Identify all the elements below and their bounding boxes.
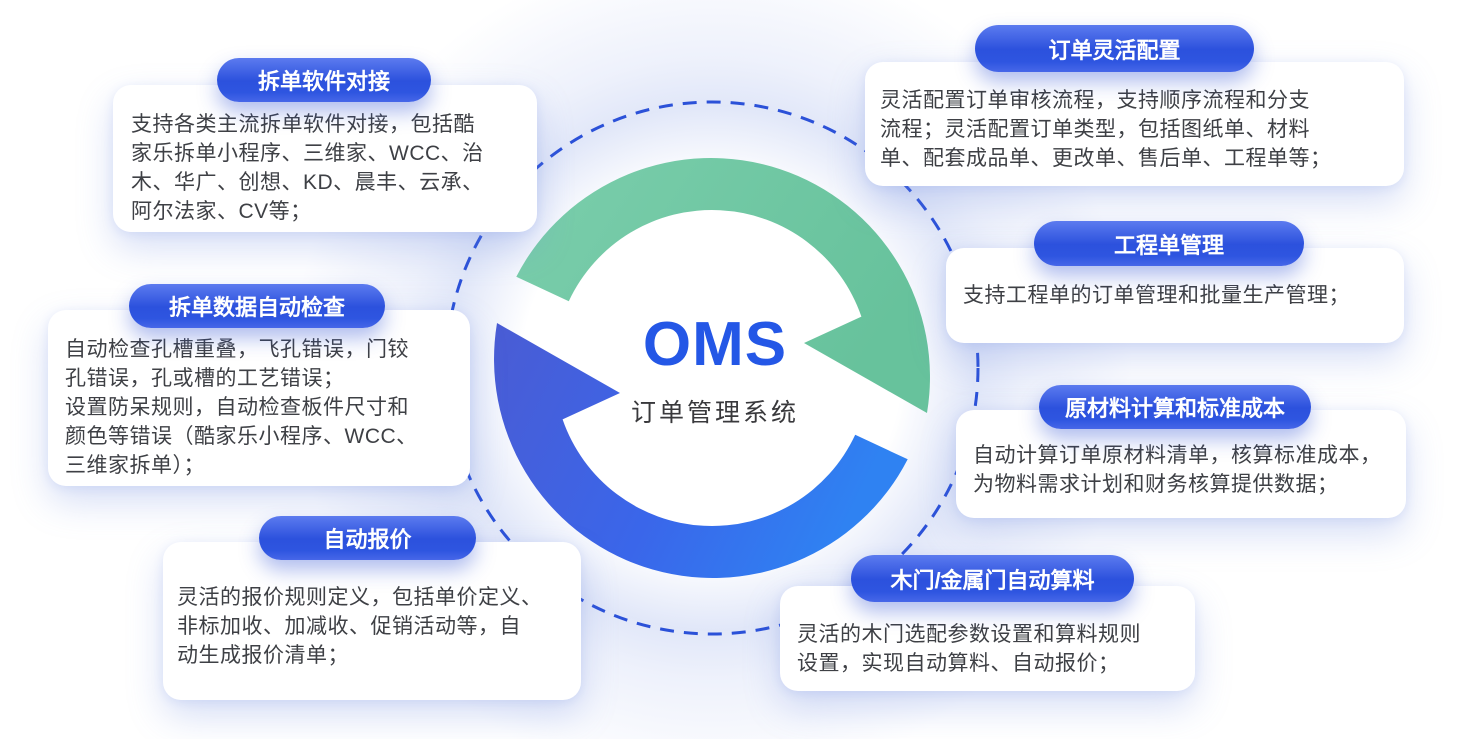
oms-subtitle: 订单管理系统 — [630, 399, 799, 427]
blue-arc-arrow — [494, 323, 908, 578]
feature-body-order-config: 灵活配置订单审核流程，支持顺序流程和分支 流程；灵活配置订单类型，包括图纸单、材… — [880, 89, 1332, 170]
feature-body-auto-quote: 灵活的报价规则定义，包括单价定义、 非标加收、加减收、促销活动等，自 动生成报价… — [177, 586, 543, 667]
feature-body-split-software: 支持各类主流拆单软件对接，包括酷 家乐拆单小程序、三维家、WCC、治 木、华广、… — [131, 113, 484, 223]
feature-card-order-config: 订单灵活配置 灵活配置订单审核流程，支持顺序流程和分支 流程；灵活配置订单类型，… — [865, 25, 1404, 186]
green-arc-arrow — [516, 158, 930, 413]
feature-badge-door-calc: 木门/金属门自动算料 — [851, 555, 1134, 602]
dashed-orbit-circle — [444, 100, 980, 636]
feature-card-auto-quote: 自动报价 灵活的报价规则定义，包括单价定义、 非标加收、加减收、促销活动等，自 … — [163, 516, 581, 700]
feature-card-split-software: 拆单软件对接 支持各类主流拆单软件对接，包括酷 家乐拆单小程序、三维家、WCC、… — [113, 58, 537, 232]
feature-card-project-order: 工程单管理 支持工程单的订单管理和批量生产管理； — [946, 221, 1404, 343]
feature-badge-split-software: 拆单软件对接 — [217, 58, 431, 102]
feature-badge-order-config: 订单灵活配置 — [975, 25, 1254, 72]
feature-body-material-cost: 自动计算订单原材料清单，核算标准成本， 为物料需求计划和财务核算提供数据； — [973, 444, 1382, 496]
feature-card-material-cost: 原材料计算和标准成本 自动计算订单原材料清单，核算标准成本， 为物料需求计划和财… — [956, 385, 1406, 518]
center-label: OMS 订单管理系统 — [555, 306, 875, 429]
feature-card-door-calc: 木门/金属门自动算料 灵活的木门选配参数设置和算料规则 设置，实现自动算料、自动… — [780, 555, 1195, 691]
oms-acronym: OMS — [642, 310, 788, 379]
feature-body-door-calc: 灵活的木门选配参数设置和算料规则 设置，实现自动算料、自动报价； — [797, 623, 1141, 675]
feature-body-data-check: 自动检查孔槽重叠，飞孔错误，门铰 孔错误，孔或槽的工艺错误； 设置防呆规则，自动… — [65, 338, 418, 477]
feature-card-data-check: 拆单数据自动检查 自动检查孔槽重叠，飞孔错误，门铰 孔错误，孔或槽的工艺错误； … — [48, 284, 470, 486]
feature-badge-project-order: 工程单管理 — [1034, 221, 1304, 266]
feature-body-project-order: 支持工程单的订单管理和批量生产管理； — [963, 284, 1350, 307]
feature-badge-material-cost: 原材料计算和标准成本 — [1039, 385, 1311, 429]
feature-badge-auto-quote: 自动报价 — [259, 516, 476, 560]
feature-badge-data-check: 拆单数据自动检查 — [129, 284, 385, 328]
